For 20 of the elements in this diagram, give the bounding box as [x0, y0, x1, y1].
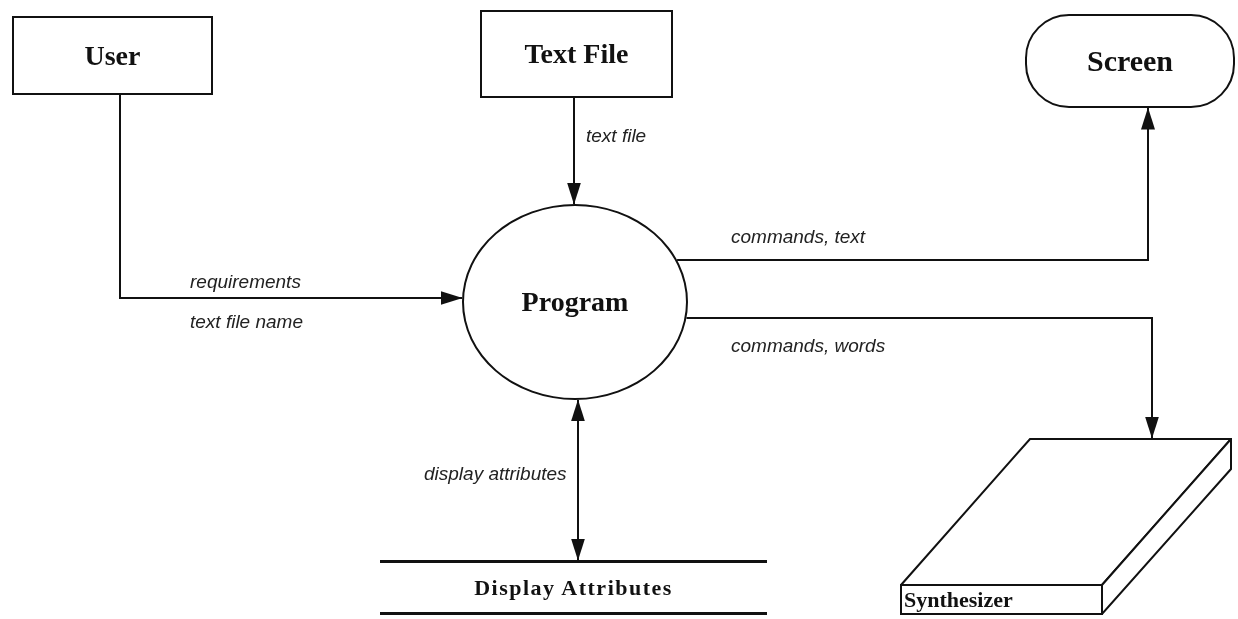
entity-box [12, 16, 213, 95]
node-label: Program [521, 286, 629, 318]
edge-label: display attributes [424, 462, 567, 486]
flow-arrow [571, 398, 585, 561]
flow-arrow [676, 107, 1155, 261]
entity-box [480, 10, 673, 98]
device-slab [900, 438, 1232, 615]
node-label: Screen [1086, 44, 1174, 78]
edge-label: commands, text [731, 225, 866, 249]
node-label: Display Attributes [474, 574, 673, 601]
node-label: User [84, 39, 141, 72]
flow-arrow [685, 317, 1159, 439]
edge-label: text file [586, 124, 647, 148]
node-label: Synthesizer [904, 587, 1013, 613]
data-store [380, 560, 767, 615]
flow-arrow [567, 97, 581, 205]
flow-arrow [119, 94, 464, 305]
edge-label: commands, words [731, 334, 886, 358]
edge-label: requirements text file name [190, 270, 304, 334]
node-label: Text File [524, 38, 629, 70]
